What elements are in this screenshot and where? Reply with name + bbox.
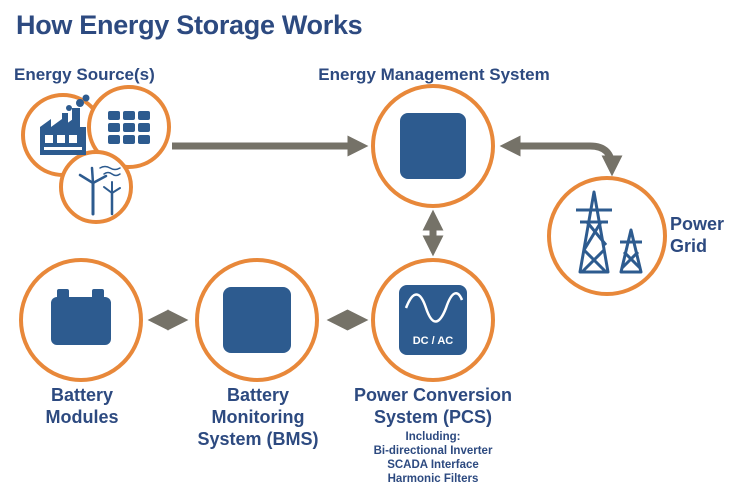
power-grid-label-line-2: Grid bbox=[670, 236, 708, 256]
bms-node bbox=[195, 258, 319, 382]
pcs-label: Power Conversion System (PCS) bbox=[340, 384, 526, 428]
pcs-details-line-2: Bi-directional Inverter bbox=[373, 445, 493, 457]
bms-label: Battery Monitoring System (BMS) bbox=[182, 384, 334, 450]
factory-icon bbox=[40, 94, 90, 155]
sine-wave-icon bbox=[404, 292, 464, 323]
bms-box-icon bbox=[223, 287, 291, 353]
wind-turbine-icon bbox=[78, 165, 121, 216]
battery-modules-label: Battery Modules bbox=[20, 384, 144, 428]
energy-sources-node bbox=[21, 85, 171, 224]
battery-icon bbox=[51, 289, 111, 345]
pcs-details-line-1: Including: bbox=[405, 431, 461, 443]
pcs-node: DC / AC bbox=[371, 258, 495, 382]
pcs-details-line-4: Harmonic Filters bbox=[387, 473, 479, 485]
battery-modules-label-line-2: Modules bbox=[45, 407, 119, 427]
bms-label-line-1: Battery bbox=[226, 385, 290, 405]
transmission-tower-icon bbox=[576, 190, 643, 274]
bms-label-line-3: System (BMS) bbox=[197, 429, 319, 449]
pcs-details-line-3: SCADA Interface bbox=[387, 459, 479, 471]
pcs-label-line-2: System (PCS) bbox=[373, 407, 493, 427]
pcs-details: Including: Bi-directional Inverter SCADA… bbox=[340, 430, 526, 486]
arrow-ems-grid bbox=[499, 135, 623, 177]
connector-arrows bbox=[147, 135, 623, 331]
ems-node bbox=[371, 84, 495, 208]
solar-panel-icon bbox=[108, 111, 150, 144]
power-grid-label-line-1: Power bbox=[670, 214, 725, 234]
ems-label: Energy Management System bbox=[318, 65, 550, 84]
ems-box-icon bbox=[400, 113, 466, 179]
energy-sources-label: Energy Source(s) bbox=[14, 65, 155, 84]
power-grid-label: Power Grid bbox=[670, 213, 738, 257]
page-title: How Energy Storage Works bbox=[16, 10, 363, 40]
battery-modules-node bbox=[19, 258, 143, 382]
battery-modules-label-line-1: Battery bbox=[50, 385, 114, 405]
pcs-label-line-1: Power Conversion bbox=[353, 385, 513, 405]
pcs-icon-text: DC / AC bbox=[413, 335, 454, 347]
power-grid-node bbox=[547, 176, 667, 296]
bms-label-line-2: Monitoring bbox=[211, 407, 305, 427]
